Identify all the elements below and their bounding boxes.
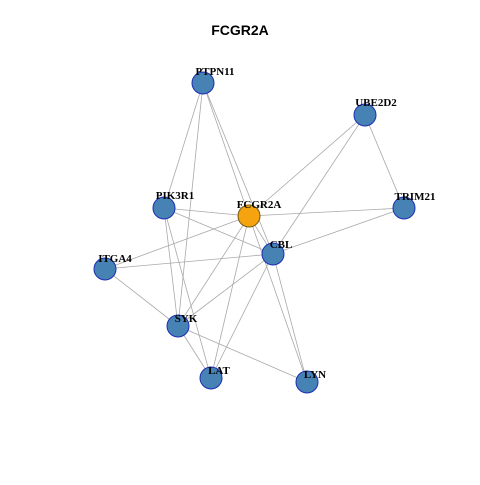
edge-cbl-syk xyxy=(177,253,274,327)
edge-itga4-cbl xyxy=(104,253,274,270)
edge-itga4-syk xyxy=(104,268,179,327)
node-lyn: LYN xyxy=(295,369,326,394)
node-label-cbl: CBL xyxy=(270,239,293,251)
edge-cbl-lyn xyxy=(272,253,308,383)
node-cbl: CBL xyxy=(261,239,293,266)
edges-layer xyxy=(104,82,405,383)
edge-fcgr2a-itga4 xyxy=(104,215,250,270)
node-trim21: TRIM21 xyxy=(392,191,436,220)
edge-pik3r1-cbl xyxy=(163,207,274,255)
edge-pik3r1-fcgr2a xyxy=(163,207,250,217)
node-label-ube2d2: UBE2D2 xyxy=(355,97,397,109)
node-label-fcgr2a: FCGR2A xyxy=(237,199,282,211)
node-circle-lat xyxy=(199,366,223,390)
node-circle-pik3r1 xyxy=(152,196,176,220)
node-label-lat: LAT xyxy=(208,365,230,377)
node-circle-trim21 xyxy=(392,196,416,220)
node-pik3r1: PIK3R1 xyxy=(152,190,195,220)
node-syk: SYK xyxy=(166,313,198,338)
edge-ptpn11-syk xyxy=(177,82,204,327)
node-ube2d2: UBE2D2 xyxy=(353,97,397,127)
edge-ube2d2-fcgr2a xyxy=(248,114,366,217)
edge-ptpn11-pik3r1 xyxy=(163,82,204,209)
edge-fcgr2a-lat xyxy=(210,215,250,379)
node-itga4: ITGA4 xyxy=(93,253,132,281)
edge-trim21-cbl xyxy=(272,207,405,255)
node-lat: LAT xyxy=(199,365,231,390)
node-fcgr2a: FCGR2A xyxy=(237,199,282,228)
edge-cbl-lat xyxy=(210,253,274,379)
node-label-syk: SYK xyxy=(175,313,198,325)
edge-ube2d2-cbl xyxy=(272,114,366,255)
edge-ube2d2-trim21 xyxy=(364,114,405,209)
node-label-trim21: TRIM21 xyxy=(395,191,436,203)
node-circle-fcgr2a xyxy=(237,204,261,228)
node-label-lyn: LYN xyxy=(304,369,326,381)
node-circle-lyn xyxy=(295,370,319,394)
graph-title: FCGR2A xyxy=(211,22,269,38)
node-label-itga4: ITGA4 xyxy=(98,253,132,265)
edge-pik3r1-syk xyxy=(163,207,179,327)
edge-ptpn11-fcgr2a xyxy=(202,82,250,217)
edge-fcgr2a-syk xyxy=(177,215,250,327)
node-circle-ube2d2 xyxy=(353,103,377,127)
node-circle-syk xyxy=(166,314,190,338)
edge-fcgr2a-trim21 xyxy=(248,207,405,217)
edge-fcgr2a-lyn xyxy=(248,215,308,383)
node-label-ptpn11: PTPN11 xyxy=(195,66,234,78)
edge-pik3r1-lat xyxy=(163,207,212,379)
edge-ptpn11-cbl xyxy=(202,82,274,255)
node-circle-cbl xyxy=(261,242,285,266)
node-ptpn11: PTPN11 xyxy=(191,66,235,95)
node-label-pik3r1: PIK3R1 xyxy=(156,190,195,202)
node-circle-itga4 xyxy=(93,257,117,281)
node-circle-ptpn11 xyxy=(191,71,215,95)
edge-syk-lyn xyxy=(177,325,308,383)
